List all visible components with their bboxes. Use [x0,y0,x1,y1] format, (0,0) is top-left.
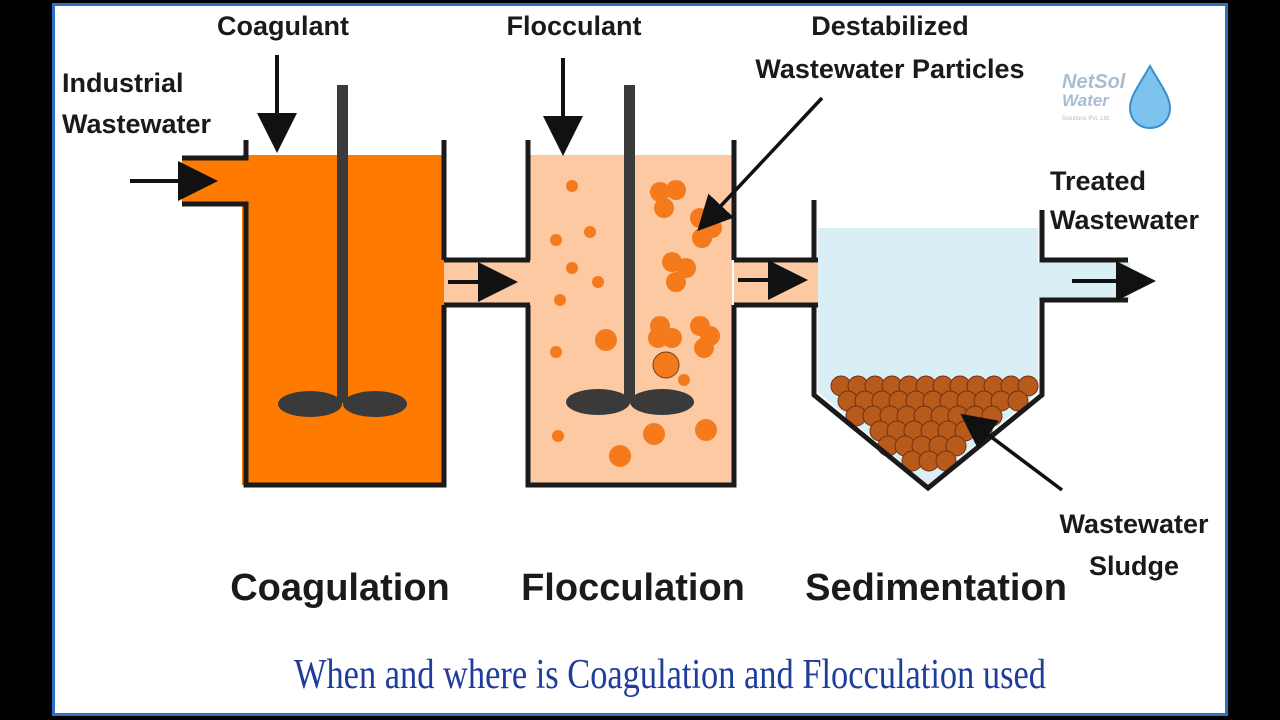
treated-label-line2: Wastewater [1050,205,1200,235]
particle [652,351,680,379]
particle [584,226,596,238]
treated-label-line1: Treated [1050,166,1146,196]
particle [662,328,682,348]
coagulation-tank [130,55,447,488]
particle [566,180,578,192]
particle [692,228,712,248]
logo-text-line1: NetSol [1062,71,1126,93]
sludge-particles [830,375,1039,472]
flocculation-tank-walls [525,140,737,488]
coagulation-mixer-blade-right [343,391,407,417]
industrial-label-line1: Industrial [62,68,184,98]
particle [595,329,617,351]
sedimentation-tank [811,200,1156,492]
particle [550,346,562,358]
particle [678,374,690,386]
coagulation-mixer-blade-left [278,391,342,417]
flocculation-mixer-shaft [624,85,635,403]
pipe-coagulation-to-flocculation [444,257,530,308]
particle [666,180,686,200]
flocculation-mixer-blade-left [566,389,630,415]
particle [694,338,714,358]
stage-label-sedimentation: Sedimentation [805,567,1067,609]
particle [666,272,686,292]
flocculation-tank [525,58,824,488]
logo-text-line2: Water [1062,91,1110,110]
destabilized-label-line1: Destabilized [811,11,969,41]
sludge-pointer-arrow [960,413,1064,492]
logo-tagline: Solutions Pvt. Ltd. [1062,116,1111,122]
coagulation-tank-walls [182,140,447,488]
particle [609,445,631,467]
coagulant-label: Coagulant [217,11,349,41]
particle [648,328,668,348]
caption-title: When and where is Coagulation and Floccu… [294,652,1046,698]
stage-label-flocculation: Flocculation [521,567,745,609]
particle [695,419,717,441]
particle [552,430,564,442]
particle [676,258,696,278]
particle [643,423,665,445]
particle [654,198,674,218]
stage-label-coagulation: Coagulation [230,567,450,609]
particle [554,294,566,306]
particle [650,182,670,202]
coagulation-mixer-shaft [337,85,348,403]
industrial-label-line2: Wastewater [62,109,212,139]
flocculant-label: Flocculant [506,11,641,41]
pipe-flocculation-to-sedimentation [734,257,818,308]
netsol-logo: NetSol Water Solutions Pvt. Ltd. [1062,63,1172,130]
particle [566,262,578,274]
particle [1007,390,1029,412]
water-drop-icon [1128,63,1172,130]
sludge-label-line2: Sludge [1089,551,1179,581]
particle [550,234,562,246]
sludge-label-line1: Wastewater [1059,509,1209,539]
particle [592,276,604,288]
destabilized-label-line2: Wastewater Particles [755,54,1024,84]
particle [1017,375,1039,397]
flocculation-mixer-blade-right [630,389,694,415]
destabilized-pointer-arrow [697,96,824,232]
